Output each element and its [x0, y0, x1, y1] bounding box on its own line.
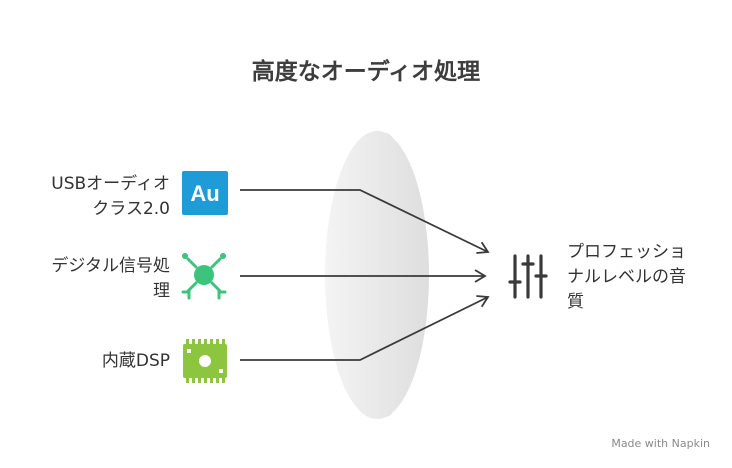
audition-au-icon: Au: [182, 171, 228, 215]
label-professional-sound-line3: 質: [567, 292, 584, 312]
au-icon-text: Au: [190, 181, 219, 206]
chip-icon: [183, 339, 227, 383]
arrow-builtin-dsp: [240, 295, 490, 361]
label-builtin-dsp: 内蔵DSP: [102, 349, 170, 374]
label-professional-sound-line2: ナルレベルの音: [567, 267, 686, 287]
label-usb-audio: USBオーディオ クラス2.0: [51, 172, 170, 222]
label-dsp-processing-line1: デジタル信号処: [51, 256, 170, 276]
equalizer-sliders-icon: [508, 254, 548, 299]
label-dsp-processing-line2: 理: [153, 281, 170, 301]
napkin-watermark: Made with Napkin: [611, 437, 710, 450]
label-usb-audio-line2: クラス2.0: [92, 199, 170, 219]
label-professional-sound: プロフェッショ ナルレベルの音 質: [567, 240, 686, 315]
arrow-usb-audio: [240, 189, 490, 254]
label-dsp-processing: デジタル信号処 理: [51, 254, 170, 304]
label-professional-sound-line1: プロフェッショ: [567, 242, 686, 262]
label-builtin-dsp-line1: 内蔵DSP: [101, 351, 170, 371]
label-usb-audio-line1: USBオーディオ: [51, 174, 170, 194]
diagram-title: 高度なオーディオ処理: [251, 59, 481, 85]
network-node-icon: [181, 253, 227, 300]
lens-shape: [325, 131, 429, 419]
